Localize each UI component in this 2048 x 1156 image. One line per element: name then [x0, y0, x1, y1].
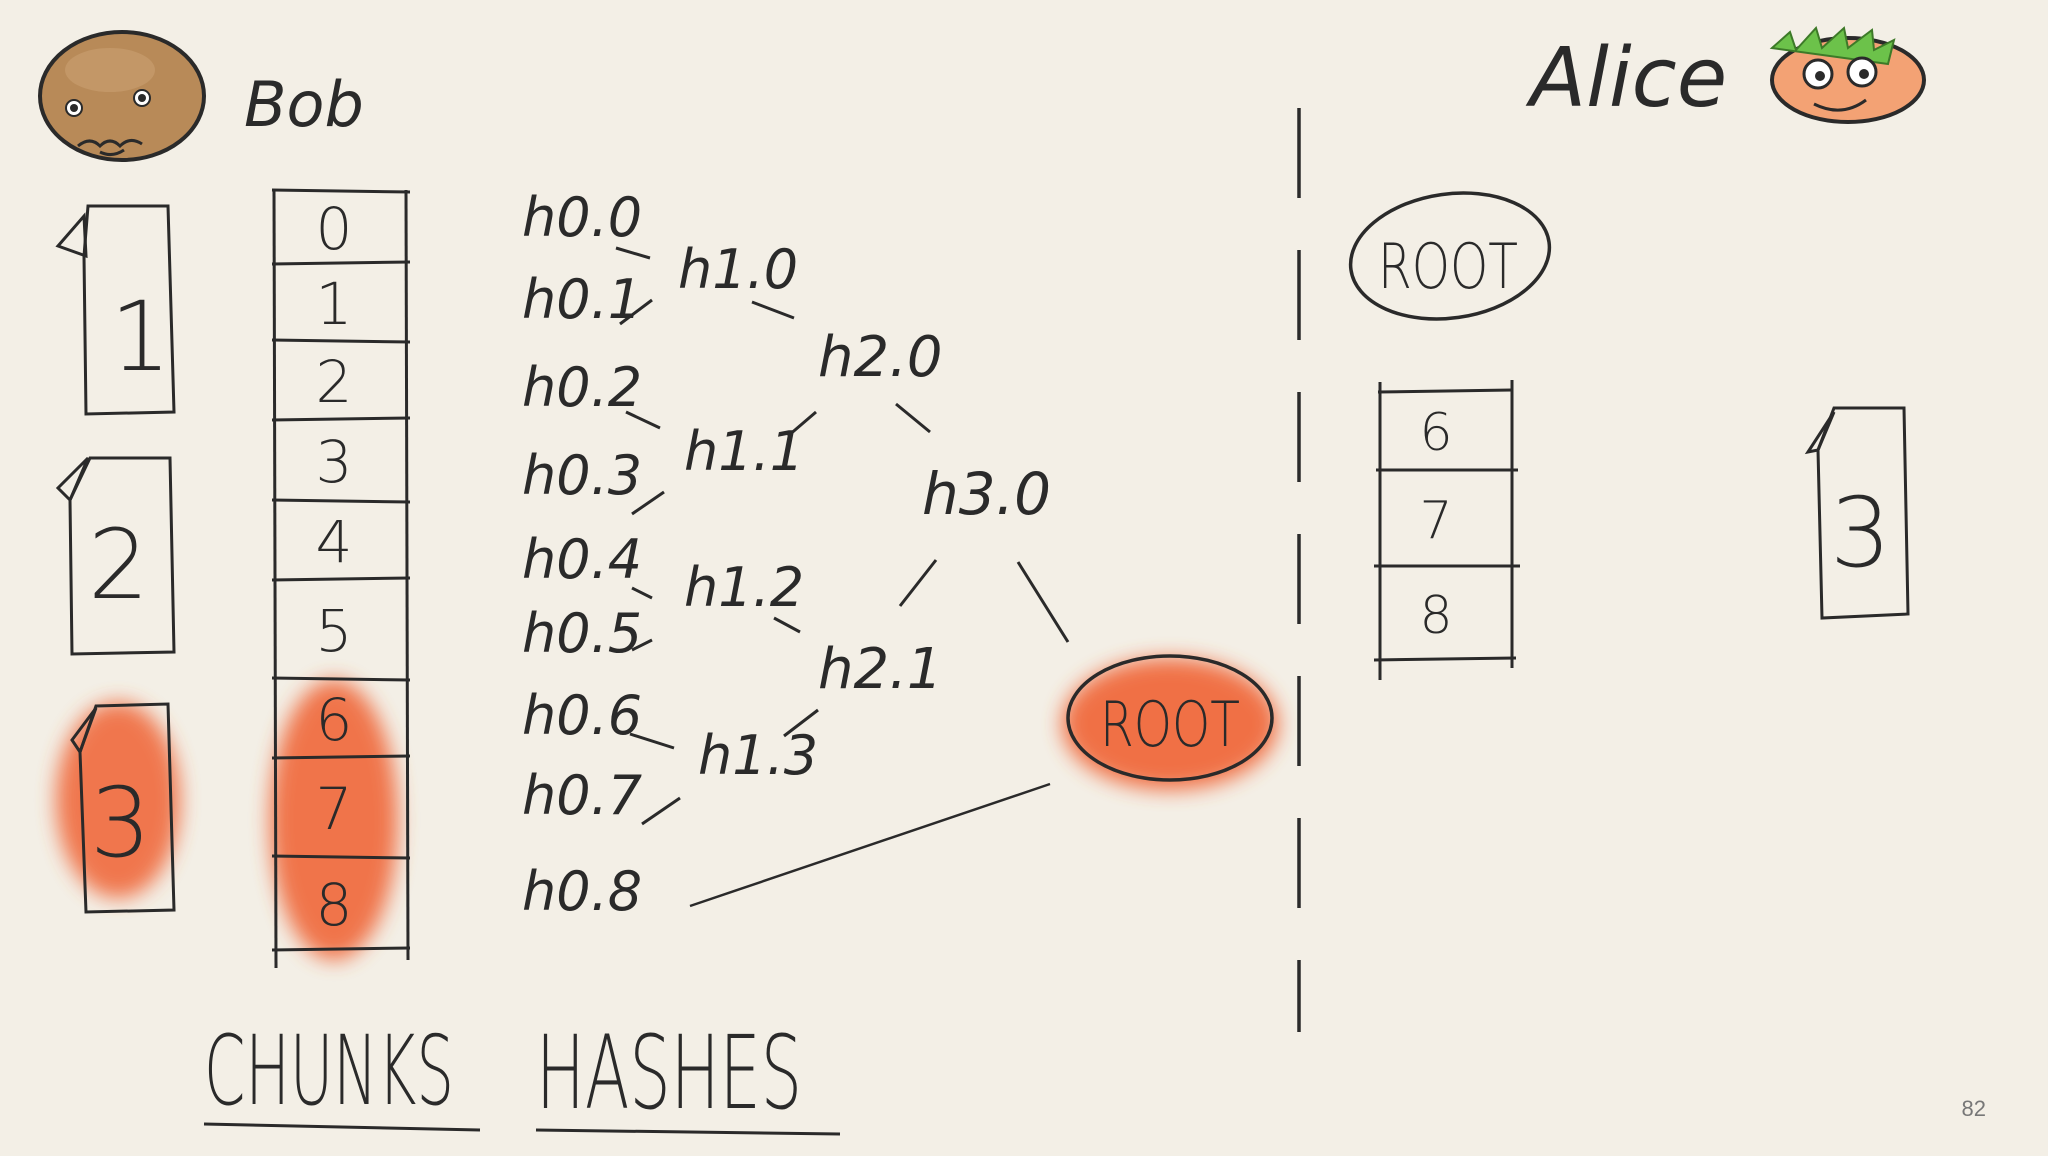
bob-chunk-8: 8: [316, 871, 353, 939]
bob-chunk-labels: 0 1 2 3 4 5 6 7 8: [316, 195, 353, 939]
bob-file-1: 1: [55, 204, 176, 416]
bob-chunk-divider: [271, 188, 411, 194]
bob-chunk-7: 7: [316, 775, 353, 843]
bob-file-2-label: 2: [88, 509, 149, 621]
hash-node-l3: h3.0: [922, 460, 1051, 528]
bob-chunk-divider: [271, 676, 411, 682]
alice-file-3-label: 3: [1830, 477, 1891, 589]
bob-chunk-4: 4: [316, 508, 353, 576]
hash-node-l0: h0.0: [522, 186, 642, 249]
slide-number: 82: [1961, 1096, 1986, 1121]
hash-labels: h0.0 h0.1 h0.2 h0.3 h0.4 h0.5 h0.6 h0.7 h0.8 h1.0…: [522, 186, 1051, 923]
hash-node-l1: h1.2: [684, 556, 804, 619]
alice-file-3: 3: [1804, 406, 1910, 620]
bob-chunk-0: 0: [316, 195, 353, 263]
caption-chunks-label: CHUNKS: [204, 1015, 454, 1127]
hash-node-l1: h1.1: [684, 420, 804, 483]
bob-root-node: ROOT: [1062, 654, 1278, 790]
alice-chunk-column: 6 7 8: [1373, 380, 1520, 680]
hash-node-l2: h2.1: [818, 637, 943, 702]
bob-chunk-1: 1: [316, 270, 353, 338]
bob-root-label: ROOT: [1100, 688, 1240, 761]
alice-chunk-8: 8: [1419, 586, 1452, 646]
bob-chunk-divider: [271, 338, 411, 344]
hash-node-l0: h0.4: [522, 528, 642, 591]
caption-hashes-label: HASHES: [536, 1014, 802, 1133]
bob-chunk-5: 5: [316, 597, 353, 665]
caption-hashes: HASHES: [535, 1014, 841, 1136]
bob-chunk-divider: [271, 854, 411, 860]
bob-avatar: [38, 30, 206, 162]
hash-node-l1: h1.0: [678, 238, 798, 301]
hash-node-l0: h0.7: [522, 764, 642, 827]
bob-file-3-label: 3: [90, 767, 151, 879]
merkle-tree: h0.0 h0.1 h0.2 h0.3 h0.4 h0.5 h0.6 h0.7 h0.8 h1.0…: [522, 186, 1070, 923]
hash-node-l0: h0.8: [522, 860, 642, 923]
hash-node-l1: h1.3: [698, 724, 818, 787]
bob-chunk-3: 3: [316, 428, 353, 496]
tree-edges: [615, 246, 1070, 908]
hash-node-l0: h0.2: [522, 356, 642, 419]
bob-chunk-divider: [271, 498, 411, 504]
hash-node-l0: h0.5: [522, 602, 642, 665]
bob-chunk-divider: [271, 946, 411, 952]
bob-chunk-2: 2: [316, 348, 353, 416]
bob-chunk-divider: [271, 754, 411, 760]
bob-chunk-divider: [271, 260, 411, 266]
hash-node-l2: h2.0: [818, 325, 943, 390]
alice-chunk-labels: 6 7 8: [1419, 403, 1452, 646]
bob-name: Bob: [244, 68, 364, 141]
bob-file-2: 2: [55, 456, 176, 656]
bob-chunk-divider: [271, 416, 411, 422]
bob-file-3: 3: [56, 702, 180, 914]
alice-chunk-6: 6: [1419, 403, 1452, 463]
bob-file-1-label: 1: [110, 281, 171, 393]
hash-node-l0: h0.6: [522, 684, 642, 747]
alice-name: Alice: [1525, 31, 1727, 126]
bob-chunk-dividers: [271, 188, 411, 952]
alice-chunk-7: 7: [1419, 491, 1452, 551]
alice-root-label: ROOT: [1378, 230, 1518, 303]
hash-node-l0: h0.3: [522, 444, 642, 507]
hash-node-l0: h0.1: [522, 268, 642, 331]
alice-avatar: [1769, 26, 1926, 124]
bob-chunk-divider: [271, 576, 411, 582]
bob-chunk-column: 0 1 2 3 4 5 6 7 8: [270, 188, 411, 969]
caption-chunks: CHUNKS: [203, 1015, 481, 1132]
alice-root-node: ROOT: [1348, 191, 1552, 321]
bob-chunk-6: 6: [316, 686, 353, 754]
